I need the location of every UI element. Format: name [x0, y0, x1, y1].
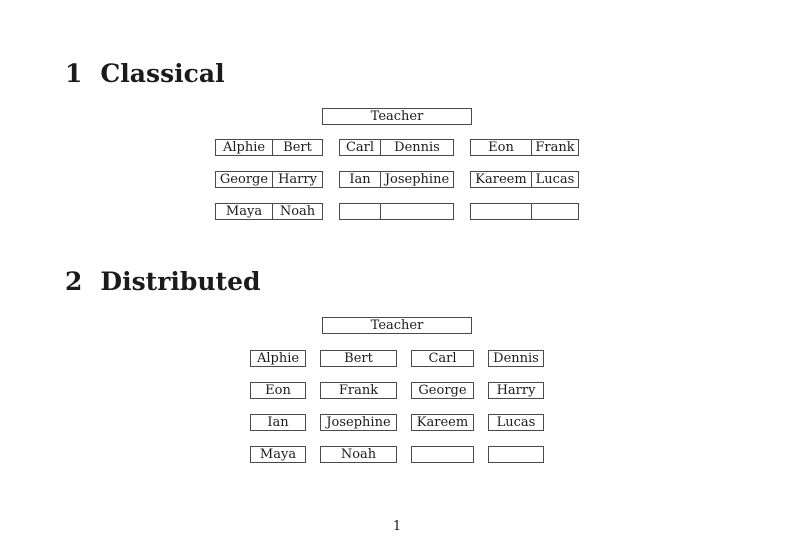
desk-box: George	[411, 382, 474, 399]
desk-row: Ian Josephine Kareem Lucas	[0, 414, 794, 431]
desk-box: Josephine	[320, 414, 397, 431]
seat-cell: Lucas	[531, 172, 578, 187]
teacher-label: Teacher	[370, 109, 424, 124]
seat-cell	[340, 204, 380, 219]
desk-box: Eon	[250, 382, 306, 399]
desk-box: Carl	[411, 350, 474, 367]
desk-pair: Eon Frank	[470, 139, 579, 156]
page-number: 1	[392, 519, 402, 534]
teacher-row: Teacher	[0, 317, 794, 334]
teacher-row: Teacher	[0, 108, 794, 125]
seat-cell: Harry	[272, 172, 322, 187]
desk-box: Bert	[320, 350, 397, 367]
section-heading-distributed: 2 Distributed	[65, 269, 260, 295]
teacher-label: Teacher	[370, 318, 424, 333]
desk-box: Ian	[250, 414, 306, 431]
desk-row: George Harry Ian Josephine Kareem Lucas	[0, 171, 794, 188]
desk-row: Alphie Bert Carl Dennis	[0, 350, 794, 367]
desk-box: Alphie	[250, 350, 306, 367]
section-title: Distributed	[100, 267, 261, 296]
seat-cell: Carl	[345, 140, 375, 155]
desk-pair: Ian Josephine	[339, 171, 454, 188]
desk-box: Frank	[320, 382, 397, 399]
seat-cell: Josephine	[380, 172, 453, 187]
desk-row: Maya Noah	[0, 446, 794, 463]
seat-cell: Frank	[531, 140, 578, 155]
seat-cell	[531, 204, 578, 219]
desk-pair	[339, 203, 454, 220]
seat-cell	[471, 204, 531, 219]
seat-cell: Dennis	[380, 140, 453, 155]
desk-pair: Maya Noah	[215, 203, 323, 220]
desk-box: Noah	[320, 446, 397, 463]
desk-box: Maya	[250, 446, 306, 463]
desk-box	[488, 446, 544, 463]
seat-cell: Noah	[272, 204, 322, 219]
desk-pair: Alphie Bert	[215, 139, 323, 156]
desk-pair: George Harry	[215, 171, 323, 188]
desk-box: Lucas	[488, 414, 544, 431]
seat-cell: Eon	[488, 140, 514, 155]
desk-row: Alphie Bert Carl Dennis Eon Frank	[0, 139, 794, 156]
seat-cell: Bert	[272, 140, 322, 155]
seat-cell: Maya	[225, 204, 263, 219]
teacher-box: Teacher	[322, 108, 472, 125]
teacher-box: Teacher	[322, 317, 472, 334]
desk-pair	[470, 203, 579, 220]
desk-pair: Kareem Lucas	[470, 171, 579, 188]
desk-box: Dennis	[488, 350, 544, 367]
seat-cell: George	[219, 172, 269, 187]
section-title: Classical	[100, 59, 225, 88]
desk-box: Kareem	[411, 414, 474, 431]
section-heading-classical: 1 Classical	[65, 61, 225, 87]
desk-row: Eon Frank George Harry	[0, 382, 794, 399]
section-number: 1	[65, 59, 83, 88]
section-number: 2	[65, 267, 83, 296]
desk-box: Harry	[488, 382, 544, 399]
seat-cell: Kareem	[475, 172, 527, 187]
seat-cell: Ian	[349, 172, 371, 187]
desk-box	[411, 446, 474, 463]
desk-row: Maya Noah	[0, 203, 794, 220]
seat-cell	[380, 204, 453, 219]
seat-cell: Alphie	[222, 140, 266, 155]
desk-pair: Carl Dennis	[339, 139, 454, 156]
